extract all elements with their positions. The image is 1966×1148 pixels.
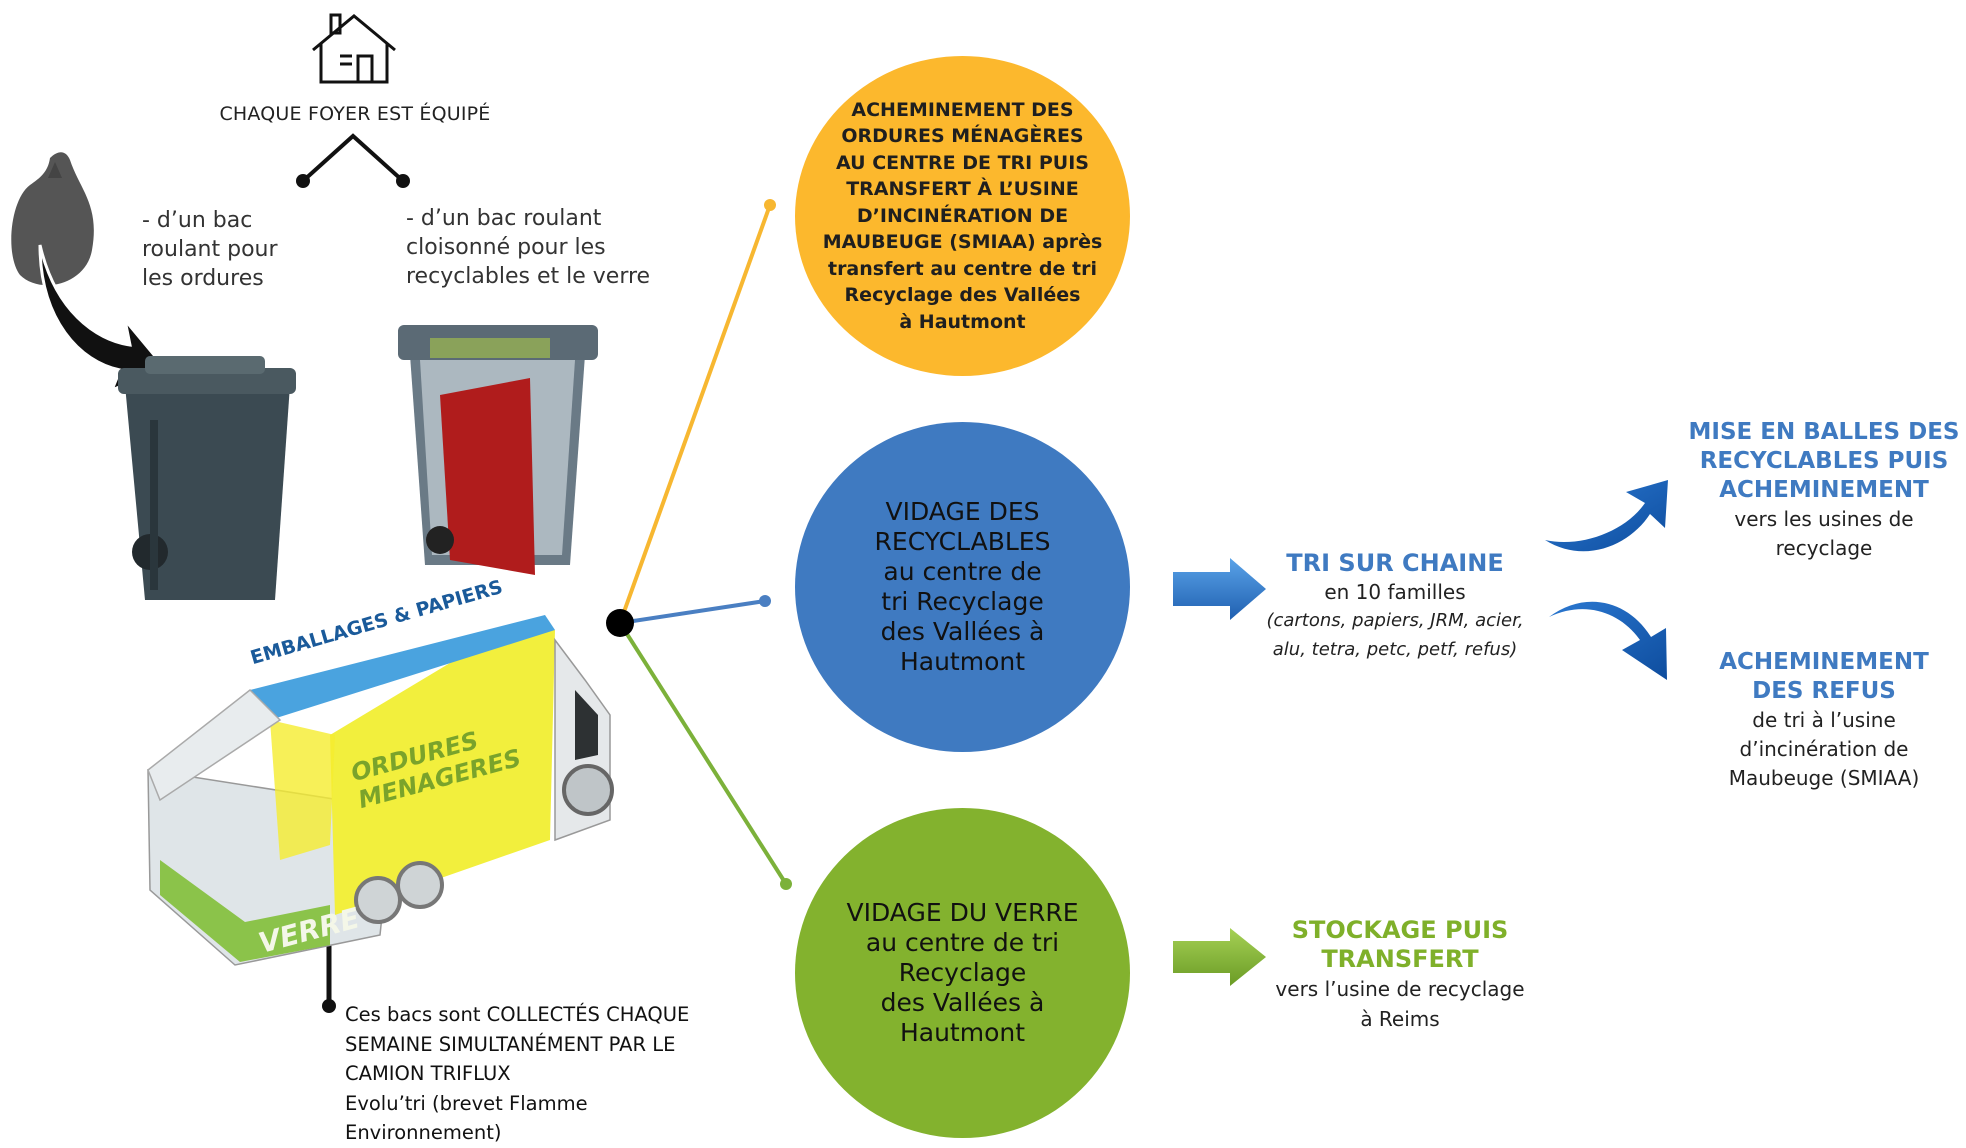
curved-arrow-down-icon (1549, 601, 1667, 680)
collection-note: Ces bacs sont COLLECTÉS CHAQUE SEMAINE S… (345, 1000, 689, 1148)
circle-blue: VIDAGE DES RECYCLABLES au centre de tri … (795, 422, 1130, 752)
tri-title: TRI SUR CHAINE (1286, 549, 1504, 577)
stockage-title: STOCKAGE PUIS (1291, 916, 1509, 944)
circle-orange-line: transfert au centre de tri (827, 257, 1097, 280)
circle-blue-line: des Vallées à (880, 617, 1045, 646)
circle-blue-line: Hautmont (899, 647, 1026, 676)
refus-text: Maubeuge (SMIAA) (1728, 766, 1920, 790)
circle-blue-line: au centre de (883, 557, 1042, 586)
circle-orange-line: AU CENTRE DE TRI PUIS (836, 151, 1089, 174)
tri-list: (cartons, papiers, JRM, acier, (1266, 610, 1524, 631)
tri-subtitle: en 10 familles (1324, 580, 1466, 604)
tri-block: TRI SUR CHAINE en 10 familles (cartons, … (1245, 548, 1545, 664)
refus-title: ACHEMINEMENT (1719, 649, 1929, 675)
circle-blue-line: tri Recyclage (881, 587, 1044, 616)
household-fork (296, 133, 410, 188)
collection-note-line: SEMAINE SIMULTANÉMENT PAR LE (345, 1032, 676, 1056)
circle-orange-line: Recyclage des Vallées (844, 284, 1081, 307)
collection-note-line: Environnement) (345, 1121, 502, 1144)
refus-title: DES REFUS (1752, 678, 1896, 704)
stockage-text: à Reims (1360, 1007, 1440, 1031)
collection-note-line: Ces bacs sont COLLECTÉS CHAQUE (345, 1003, 690, 1026)
balles-title: RECYCLABLES PUIS (1699, 448, 1949, 474)
curved-arrow-up-icon (1545, 480, 1668, 552)
stockage-block: STOCKAGE PUIS TRANSFERT vers l’usine de … (1250, 916, 1550, 1034)
refus-text: d’incinération de (1739, 737, 1909, 761)
circle-blue-line: VIDAGE DES (885, 497, 1040, 526)
balles-block: MISE EN BALLES DES RECYCLABLES PUIS ACHE… (1686, 418, 1962, 563)
stockage-text: vers l’usine de recyclage (1275, 977, 1525, 1001)
circle-green-line: des Vallées à (880, 988, 1045, 1017)
circle-green-line: au centre de tri (865, 928, 1060, 957)
recycle-bin-icon (398, 325, 598, 575)
right-bin-caption: - d’un bac roulant cloisonné pour les re… (406, 206, 651, 289)
circle-green-line: VIDAGE DU VERRE (846, 898, 1079, 927)
circle-orange-line: ORDURES MÉNAGÈRES (841, 125, 1084, 148)
house-icon (312, 13, 396, 84)
balles-text: recyclage (1775, 536, 1873, 560)
circle-orange-line: ACHEMINEMENT DES (851, 98, 1074, 121)
circle-green-line: Hautmont (899, 1018, 1026, 1047)
blue-arrow-icon (1173, 558, 1266, 620)
tri-list: alu, tetra, petc, petf, refus) (1272, 639, 1518, 660)
grey-bin-icon (118, 356, 296, 600)
household-title: CHAQUE FOYER EST ÉQUIPÉ (219, 103, 491, 125)
stockage-title: TRANSFERT (1321, 945, 1479, 973)
circle-blue-line: RECYCLABLES (874, 527, 1051, 556)
balles-title: ACHEMINEMENT (1719, 477, 1929, 503)
balles-text: vers les usines de (1734, 507, 1914, 531)
refus-block: ACHEMINEMENT DES REFUS de tri à l’usine … (1686, 648, 1962, 793)
circle-orange: ACHEMINEMENT DES ORDURES MÉNAGÈRES AU CE… (795, 56, 1130, 376)
green-arrow-icon (1173, 928, 1266, 986)
circle-orange-line: à Hautmont (899, 310, 1026, 333)
circle-green: VIDAGE DU VERRE au centre de tri Recycla… (795, 808, 1130, 1138)
circle-orange-line: D’INCINÉRATION DE (856, 204, 1069, 227)
collection-note-line: CAMION TRIFLUX (345, 1062, 511, 1085)
left-bin-caption: - d’un bac roulant pour les ordures (142, 208, 278, 291)
collection-note-line: Evolu’tri (brevet Flamme (345, 1091, 588, 1115)
refus-text: de tri à l’usine (1752, 708, 1896, 732)
circle-orange-line: TRANSFERT À L’USINE (846, 178, 1079, 201)
trash-bag-icon (11, 152, 94, 286)
circle-orange-line: MAUBEUGE (SMIAA) après (822, 231, 1103, 254)
branch-lines (606, 199, 792, 890)
circle-green-line: Recyclage (898, 958, 1027, 987)
truck-icon (147, 615, 614, 966)
balles-title: MISE EN BALLES DES (1688, 419, 1960, 445)
